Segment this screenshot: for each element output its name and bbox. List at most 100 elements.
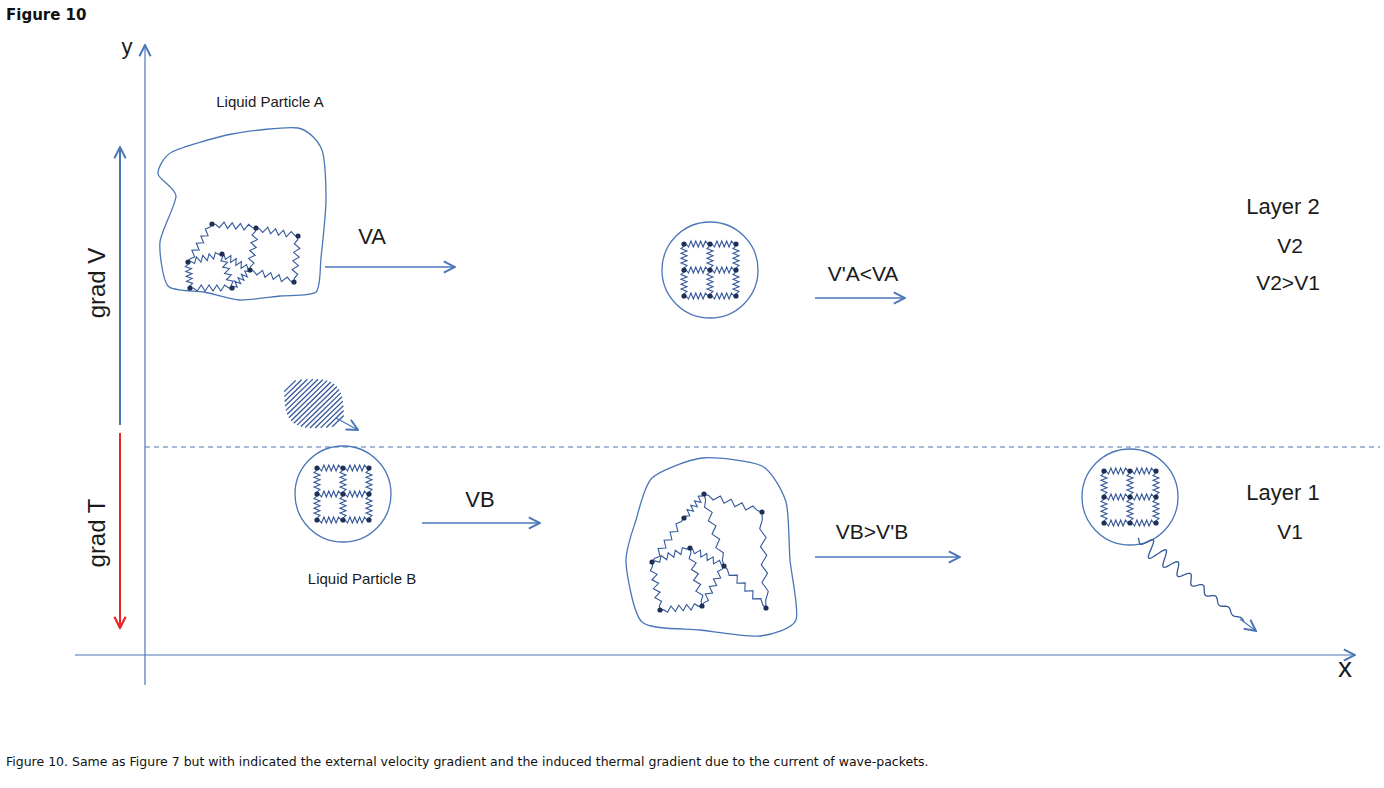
particle-blob — [626, 458, 797, 636]
spring — [1153, 497, 1159, 523]
molecule-dot — [687, 545, 692, 550]
molecule-dot — [291, 279, 296, 284]
spring — [710, 267, 736, 273]
spring — [366, 468, 372, 494]
spring — [1153, 471, 1159, 497]
molecule-dot — [340, 465, 345, 470]
spring — [212, 222, 256, 230]
wave-packet-hatch — [284, 380, 296, 391]
velocity-arrow — [325, 266, 455, 268]
spring — [256, 227, 298, 237]
spring — [760, 512, 769, 608]
figure-caption: Figure 10. Same as Figure 7 but with ind… — [6, 754, 1376, 769]
wave-packet-hatch — [321, 406, 344, 428]
diagram-label: x — [1338, 654, 1352, 682]
molecule-dot — [707, 241, 712, 246]
spring — [684, 267, 710, 273]
molecule-dot — [1127, 468, 1132, 473]
wave-packet-hatch — [326, 411, 343, 428]
spring — [707, 270, 713, 296]
spring — [681, 270, 687, 296]
molecule-dot — [733, 267, 738, 272]
diagram-label: V1 — [1277, 521, 1303, 542]
wave-direction-arrow — [1240, 619, 1256, 631]
particle-label: Liquid Particle B — [308, 571, 416, 586]
spring — [660, 604, 702, 613]
wave-packets — [284, 379, 1256, 631]
velocity-arrow — [815, 297, 905, 299]
molecule-dot — [681, 267, 686, 272]
molecule-dot — [759, 509, 764, 514]
molecule-dot — [681, 515, 686, 520]
spring — [702, 566, 724, 606]
wave-packet-hatch — [315, 401, 343, 428]
molecule-dot — [681, 293, 686, 298]
spring — [690, 548, 724, 566]
molecule-dot — [763, 605, 768, 610]
particle-blob — [158, 128, 326, 300]
molecule-dot — [701, 491, 706, 496]
molecule-dot — [721, 563, 726, 568]
molecule-dot — [649, 559, 654, 564]
spring — [317, 465, 343, 471]
molecule-dot — [314, 517, 319, 522]
molecule-dot — [314, 465, 319, 470]
spring — [222, 254, 250, 270]
particle-label: Liquid Particle A — [216, 94, 324, 109]
wave-direction-arrow — [336, 418, 358, 430]
spring — [1130, 468, 1156, 474]
spring — [188, 252, 222, 263]
molecule-dot — [733, 293, 738, 298]
particle-circle — [662, 222, 758, 318]
spring — [249, 228, 258, 270]
spring — [1101, 497, 1107, 523]
molecule-dot — [209, 221, 214, 226]
spring — [366, 494, 372, 520]
molecule-dot — [707, 293, 712, 298]
wave-packet — [1138, 538, 1244, 622]
gradient-label: grad V — [85, 248, 109, 319]
spring — [250, 270, 294, 282]
wave-packet-hatch — [291, 382, 331, 421]
figure-title: Figure 10 — [6, 6, 86, 24]
diagram-label: V'A<VA — [828, 263, 899, 284]
spring — [1127, 497, 1133, 523]
molecule-dot — [1127, 494, 1132, 499]
wave-packet-hatch — [294, 384, 334, 423]
spring — [317, 517, 343, 523]
spring — [650, 562, 661, 610]
spring — [343, 517, 369, 523]
spring — [185, 262, 192, 288]
spring — [684, 241, 710, 247]
spring — [190, 285, 232, 291]
spring — [1101, 471, 1107, 497]
diagram-label: V2 — [1277, 235, 1303, 256]
molecule-dot — [295, 233, 300, 238]
spring — [733, 244, 739, 270]
molecule-dot — [185, 259, 190, 264]
spring — [340, 468, 346, 494]
spring — [704, 494, 762, 512]
spring — [684, 293, 710, 299]
molecule-dot — [1153, 494, 1158, 499]
diagram-label: Layer 1 — [1246, 482, 1319, 504]
diagram-label: VB — [465, 489, 494, 511]
spring — [317, 491, 343, 497]
molecule-dot — [1101, 494, 1106, 499]
wave-packet-hatch — [297, 386, 337, 425]
molecule-dot — [314, 491, 319, 496]
spring — [652, 548, 690, 563]
spring-network — [626, 241, 1159, 636]
particle-circle — [295, 446, 391, 542]
molecule-dot — [1153, 468, 1158, 473]
spring — [1127, 471, 1133, 497]
diagram-label: y — [122, 36, 133, 58]
spring — [710, 241, 736, 247]
molecule-dot — [699, 603, 704, 608]
spring — [707, 244, 713, 270]
molecule-dot — [657, 607, 662, 612]
molecule-dot — [1101, 520, 1106, 525]
molecule-dot — [1153, 520, 1158, 525]
x-axis — [75, 654, 1355, 655]
